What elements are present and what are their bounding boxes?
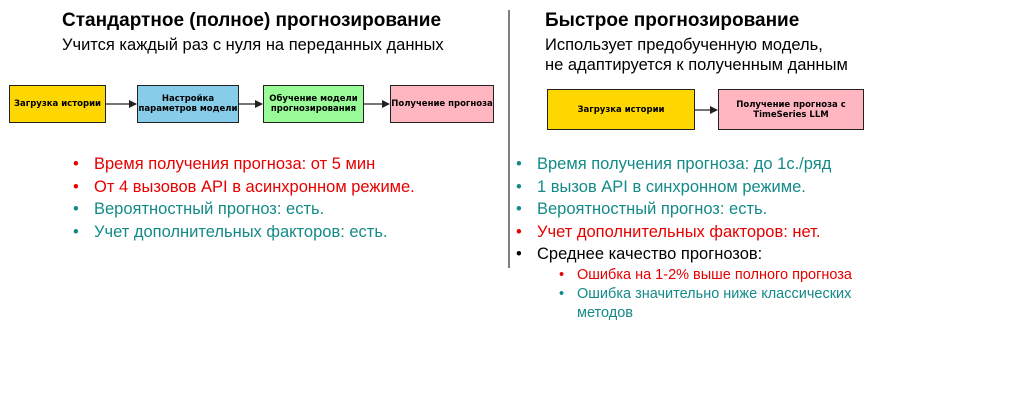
bullet-text: Учет дополнительных факторов: нет. bbox=[537, 222, 821, 241]
bullet-item: Учет дополнительных факторов: нет. bbox=[509, 221, 929, 244]
fast-forecast-bullets: Время получения прогноза: до 1с./ряд 1 в… bbox=[509, 153, 929, 323]
sub-bullet-text: Ошибка на 1-2% выше полного прогноза bbox=[577, 266, 852, 283]
bullet-text: Время получения прогноза: от 5 мин bbox=[94, 155, 376, 173]
bullet-item: Время получения прогноза: от 5 мин bbox=[66, 153, 415, 176]
flow-box-get-forecast: Получение прогноза bbox=[390, 85, 494, 123]
flow-box-tune-params: Настройка параметров модели bbox=[137, 85, 239, 123]
bullet-item: Время получения прогноза: до 1с./ряд bbox=[509, 153, 929, 176]
bullet-item: Вероятностный прогноз: есть. bbox=[66, 198, 415, 221]
sub-bullet-item: Ошибка на 1-2% выше полного прогноза bbox=[537, 266, 929, 285]
flow-box-load-history: Загрузка истории bbox=[9, 85, 106, 123]
bullet-text: Среднее качество прогнозов: bbox=[537, 245, 763, 263]
sub-bullet-text: Ошибка значительно ниже классических мет… bbox=[577, 285, 852, 321]
bullet-item: От 4 вызовов API в асинхронном режиме. bbox=[66, 176, 415, 199]
standard-forecast-subtitle: Учится каждый раз с нуля на переданных д… bbox=[62, 36, 444, 54]
bullet-item: Среднее качество прогнозов: Ошибка на 1-… bbox=[509, 243, 929, 323]
sub-bullet-item: Ошибка значительно ниже классических мет… bbox=[537, 285, 907, 323]
bullet-item: Учет дополнительных факторов: есть. bbox=[66, 221, 415, 244]
bullet-text: Время получения прогноза: до 1с./ряд bbox=[537, 155, 832, 173]
fast-forecast-subtitle-line2: не адаптируется к полученным данным bbox=[545, 56, 848, 74]
bullet-text: Вероятностный прогноз: есть. bbox=[94, 200, 325, 218]
bullet-text: Вероятностный прогноз: есть. bbox=[537, 200, 768, 218]
column-divider bbox=[508, 10, 510, 268]
bullet-item: 1 вызов API в синхронном режиме. bbox=[509, 176, 929, 199]
standard-forecast-title: Стандартное (полное) прогнозирование bbox=[62, 10, 442, 31]
flow-box-load-history-fast: Загрузка истории bbox=[547, 89, 695, 130]
quality-sub-bullets: Ошибка на 1-2% выше полного прогноза Оши… bbox=[537, 266, 929, 323]
flow-box-get-forecast-llm: Получение прогноза с TimeSeries LLM bbox=[718, 89, 864, 130]
flow-box-train-model: Обучение модели прогнозирования bbox=[263, 85, 364, 123]
standard-forecast-bullets: Время получения прогноза: от 5 мин От 4 … bbox=[66, 153, 415, 243]
fast-forecast-subtitle-line1: Использует предобученную модель, bbox=[545, 36, 823, 54]
bullet-item: Вероятностный прогноз: есть. bbox=[509, 198, 929, 221]
bullet-text: От 4 вызовов API в асинхронном режиме. bbox=[94, 177, 415, 196]
bullet-text: 1 вызов API в синхронном режиме. bbox=[537, 177, 806, 196]
fast-forecast-title: Быстрое прогнозирование bbox=[545, 10, 800, 31]
bullet-text: Учет дополнительных факторов: есть. bbox=[94, 222, 388, 241]
